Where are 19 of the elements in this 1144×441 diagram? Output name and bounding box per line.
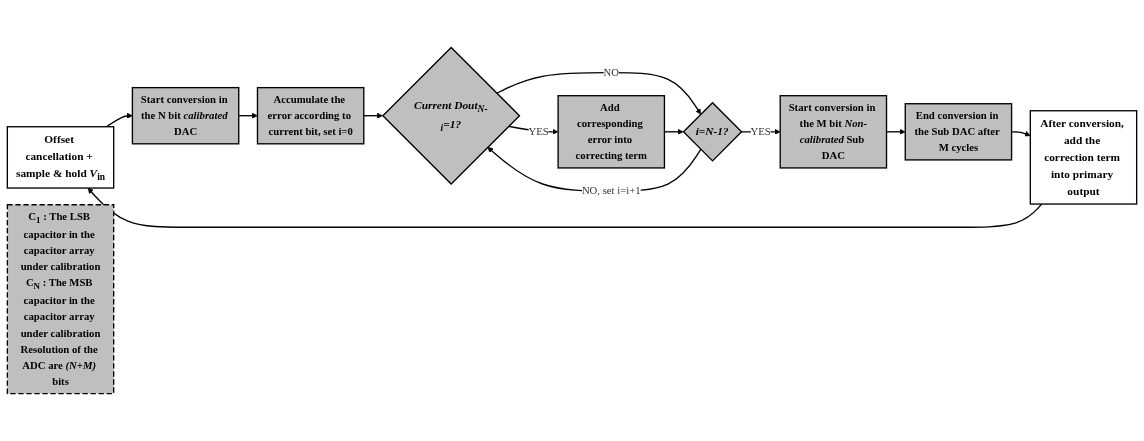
edge-label: YES xyxy=(528,125,549,138)
node-diamond: Current Dout$_{N-}$$_{i}$=1? xyxy=(381,46,521,185)
node-box: C$_{1}$ : The LSB capacitor in the capacitor array under calibration C$_{N}$ : The MSB capacitor in the capacitor array under calibration Resolution of the ADC are (N+M) bits xyxy=(6,204,115,395)
node-box: Start conversion in the N bit calibrated DAC xyxy=(131,86,240,145)
node-box: Accumulate the error according to current bit, set i=0 xyxy=(256,86,365,145)
edge-label: YES xyxy=(750,125,771,138)
node-box: Offset cancellation + sample & hold V$_{in}$ xyxy=(6,126,115,189)
edge-label: NO xyxy=(603,66,619,78)
node-diamond: i=N-1? xyxy=(682,101,743,162)
node-box: Start conversion in the M bit Non-calibrated Sub DAC xyxy=(779,95,888,169)
arrow xyxy=(496,71,702,115)
arrow xyxy=(238,112,258,119)
arrow xyxy=(363,112,383,119)
edge-label: NO, set i=i+1 xyxy=(581,184,641,197)
node-box: End conversion in the Sub DAC after M cycles xyxy=(904,103,1013,161)
node-box: After conversion, add the correction term into primary output xyxy=(1029,110,1138,205)
arrow xyxy=(105,112,133,128)
arrow xyxy=(87,187,1043,228)
node-box: Add corresponding error into correcting term xyxy=(557,95,666,169)
